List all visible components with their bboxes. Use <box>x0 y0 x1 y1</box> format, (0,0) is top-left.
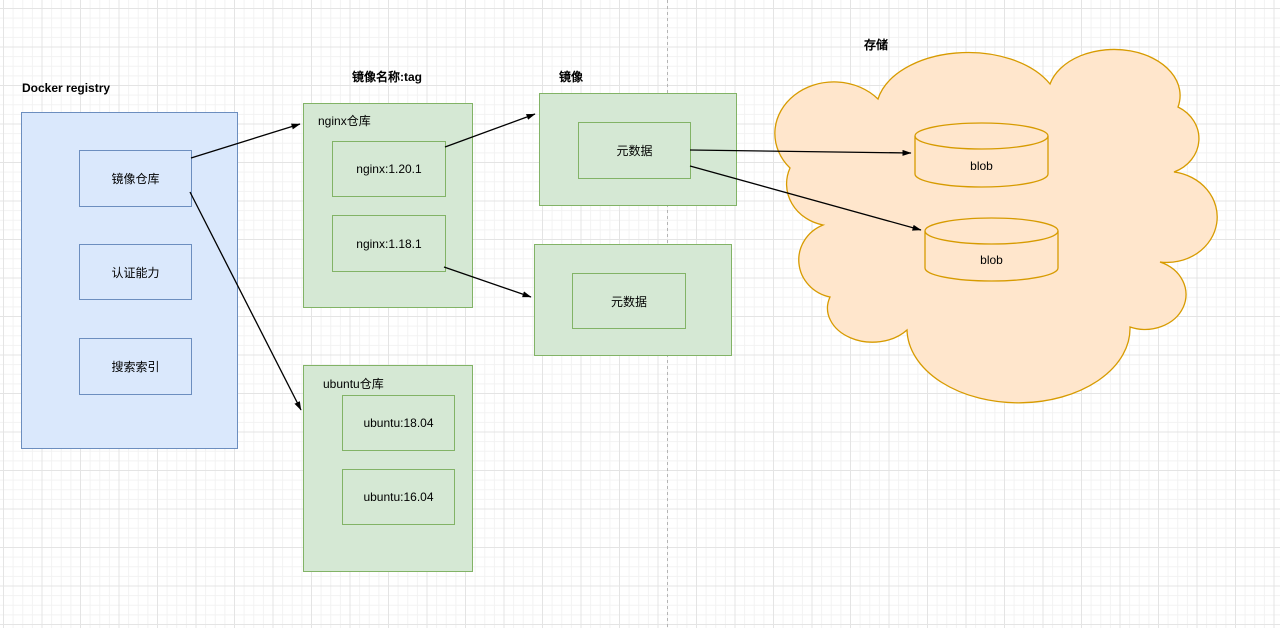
storage-cloud-shape[interactable] <box>774 48 1218 404</box>
node-label: ubuntu:16.04 <box>363 490 434 504</box>
nginx-repo-title: nginx仓库 <box>318 114 371 128</box>
node-ubuntu-18-04[interactable]: ubuntu:18.04 <box>342 395 455 451</box>
node-label: ubuntu:18.04 <box>363 416 434 430</box>
docker-registry-title: Docker registry <box>22 81 111 95</box>
node-label: nginx:1.20.1 <box>356 162 422 176</box>
ubuntu-repo-title: ubuntu仓库 <box>323 377 384 391</box>
blob-label: blob <box>970 159 993 173</box>
node-label: 元数据 <box>610 294 647 309</box>
image-name-tag-title: 镜像名称:tag <box>352 70 422 84</box>
image-container-2[interactable]: 元数据 <box>534 244 732 356</box>
node-ubuntu-16-04[interactable]: ubuntu:16.04 <box>342 469 455 525</box>
blob-label: blob <box>980 253 1003 267</box>
node-metadata-2[interactable]: 元数据 <box>572 273 686 329</box>
node-label: nginx:1.18.1 <box>356 236 422 251</box>
nginx-repo-container[interactable]: nginx仓库 nginx:1.20.1 nginx:1.18.1 <box>303 103 473 308</box>
node-nginx-1-18-1[interactable]: nginx:1.18.1 <box>332 215 446 272</box>
node-search-index[interactable]: 搜索索引 <box>79 338 192 395</box>
node-label: 认证能力 <box>111 265 160 280</box>
node-metadata-1[interactable]: 元数据 <box>578 122 691 179</box>
docker-registry-container[interactable]: 镜像仓库 认证能力 搜索索引 <box>21 112 238 449</box>
image-title: 镜像 <box>559 70 584 84</box>
blob-cylinder-1[interactable]: blob <box>914 122 1049 188</box>
node-label: 镜像仓库 <box>111 172 160 186</box>
node-image-repository[interactable]: 镜像仓库 <box>79 150 192 207</box>
node-nginx-1-20-1[interactable]: nginx:1.20.1 <box>332 141 446 197</box>
ubuntu-repo-container[interactable]: ubuntu仓库 ubuntu:18.04 ubuntu:16.04 <box>303 365 473 572</box>
node-label: 搜索索引 <box>111 360 160 374</box>
storage-title: 存储 <box>864 38 889 52</box>
node-label: 元数据 <box>616 144 653 158</box>
node-auth-capability[interactable]: 认证能力 <box>79 244 192 300</box>
blob-cylinder-2[interactable]: blob <box>924 217 1059 282</box>
image-container-1[interactable]: 元数据 <box>539 93 737 206</box>
